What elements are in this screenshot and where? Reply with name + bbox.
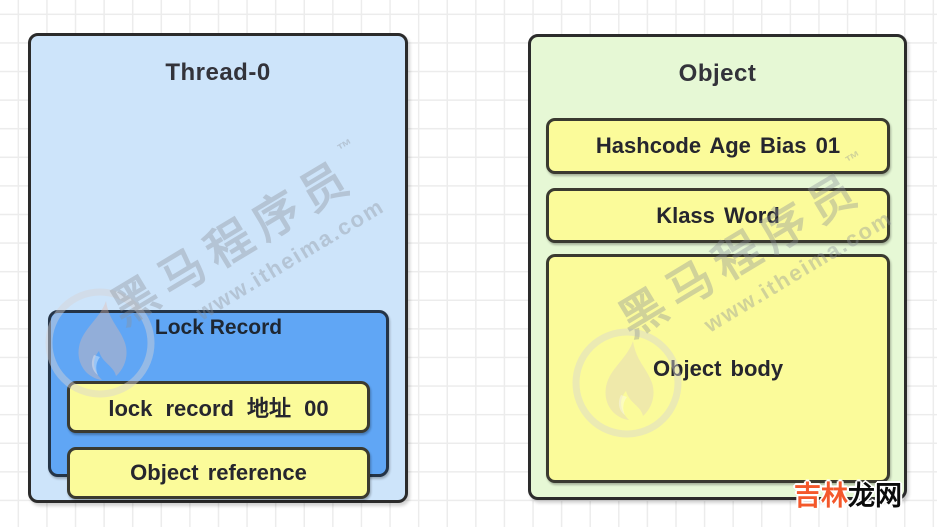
lock-record-address-cell: lock record 地址 00 xyxy=(67,381,370,433)
object-box: Object Hashcode Age Bias 01 Klass Word O… xyxy=(528,34,907,500)
lock-record-title: Lock Record xyxy=(154,316,283,339)
object-body-cell: Object body xyxy=(546,254,890,483)
mark-word-cell: Hashcode Age Bias 01 xyxy=(546,118,890,174)
site-badge-suffix: 龙网 xyxy=(848,481,902,511)
lock-record-box: Lock Record lock record 地址 00 Object ref… xyxy=(48,310,389,499)
thread-box: Thread-0 Lock Record lock record 地址 00 O… xyxy=(28,33,408,503)
klass-word-cell: Klass Word xyxy=(546,188,890,243)
thread-box-title: Thread-0 xyxy=(165,59,271,86)
site-badge-prefix: 吉林 xyxy=(794,481,848,511)
object-reference-cell: Object reference xyxy=(67,447,370,499)
object-box-title: Object xyxy=(678,60,757,87)
site-watermark-badge: 吉林龙网 xyxy=(794,474,902,513)
